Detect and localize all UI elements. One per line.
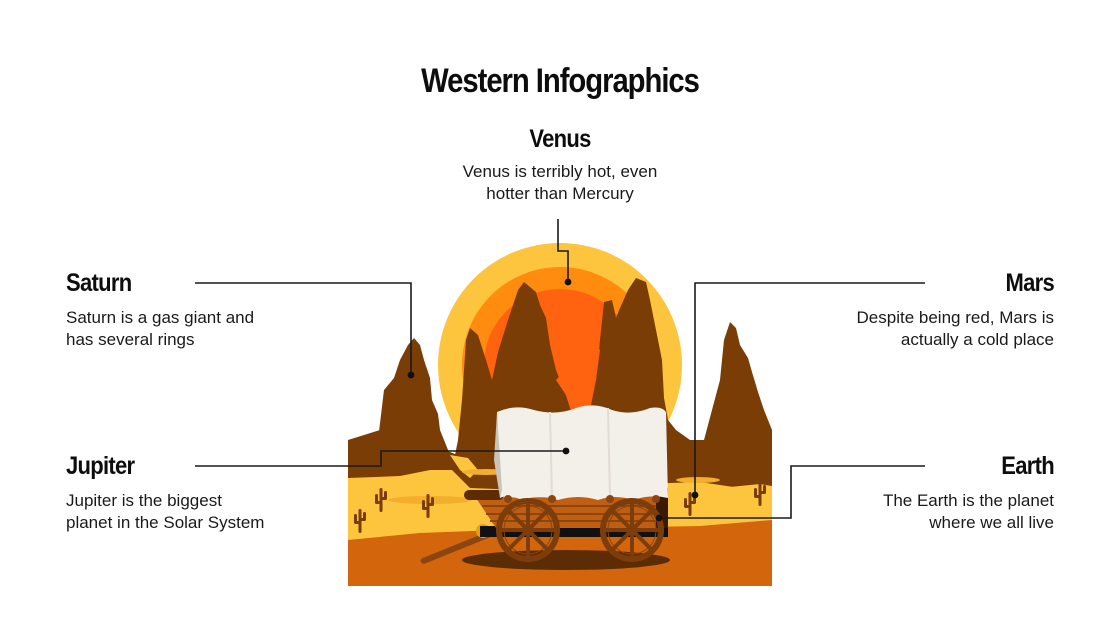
wagon-wheel-front xyxy=(496,498,560,562)
desc-line: Jupiter is the biggest xyxy=(66,491,222,510)
item-title: Mars xyxy=(1005,269,1054,297)
wagon-wheel-back xyxy=(600,498,664,562)
cactus-icons xyxy=(354,482,766,533)
desc-line: Saturn is a gas giant and xyxy=(66,308,255,327)
item-earth: Earth The Earth is the planet where we a… xyxy=(800,451,1055,534)
connector-venus xyxy=(557,219,569,282)
covered-wagon-icon xyxy=(420,405,670,570)
item-title: Earth xyxy=(1001,452,1054,480)
desc-line: The Earth is the planet xyxy=(882,491,1054,510)
item-title: Saturn xyxy=(66,269,132,297)
item-description: Despite being red, Mars is actually a co… xyxy=(800,307,1054,351)
item-description: Jupiter is the biggest planet in the Sol… xyxy=(66,490,326,534)
desc-line: where we all live xyxy=(929,513,1054,532)
connector-mars xyxy=(694,282,925,495)
connector-dots xyxy=(407,278,699,522)
item-title: Jupiter xyxy=(66,452,135,480)
connector-saturn xyxy=(195,282,412,375)
item-mars: Mars Despite being red, Mars is actually… xyxy=(800,268,1055,351)
item-title: Venus xyxy=(529,125,591,153)
desc-line: Venus is terribly hot, even xyxy=(462,162,658,181)
desc-line: planet in the Solar System xyxy=(66,513,265,532)
slide-title: Western Infographics xyxy=(421,62,700,100)
item-description: Venus is terribly hot, even hotter than … xyxy=(410,161,710,205)
connector-jupiter xyxy=(195,450,566,467)
item-description: The Earth is the planet where we all liv… xyxy=(800,490,1054,534)
item-venus: Venus Venus is terribly hot, even hotter… xyxy=(410,124,710,205)
desc-line: hotter than Mercury xyxy=(486,184,634,203)
desc-line: actually a cold place xyxy=(900,330,1054,349)
item-description: Saturn is a gas giant and has several ri… xyxy=(66,307,326,351)
item-saturn: Saturn Saturn is a gas giant and has sev… xyxy=(66,268,326,351)
desc-line: Despite being red, Mars is xyxy=(856,308,1054,327)
item-jupiter: Jupiter Jupiter is the biggest planet in… xyxy=(66,451,326,534)
connector-lines xyxy=(195,219,925,519)
connector-earth xyxy=(659,465,925,519)
desc-line: has several rings xyxy=(66,330,195,349)
